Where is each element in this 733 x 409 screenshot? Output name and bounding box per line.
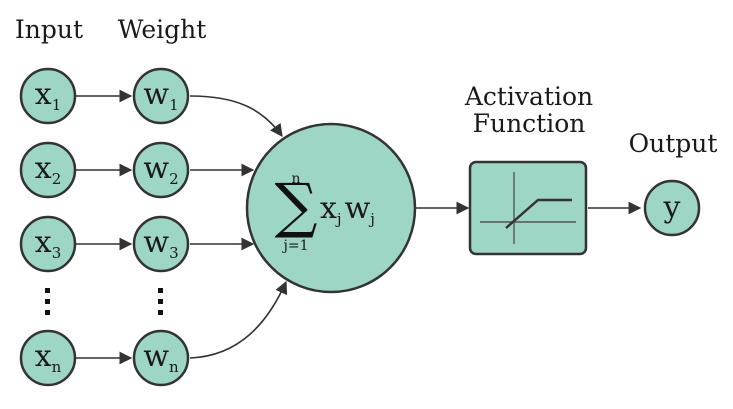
svg-text:w3: w3 — [143, 225, 178, 262]
weight-header: Weight — [118, 15, 207, 44]
sum-upper-limit: n — [291, 171, 300, 187]
sigma-symbol: ∑ — [275, 171, 318, 241]
svg-text:y: y — [663, 190, 681, 225]
input-node-3: x3 — [19, 215, 77, 273]
svg-text:w1: w1 — [143, 77, 178, 114]
activation-header-line1: Activation — [464, 82, 593, 111]
weight-node-3: w3 — [132, 215, 190, 273]
output-header: Output — [629, 129, 718, 158]
svg-text:w2: w2 — [143, 151, 178, 188]
input-node-n: xn — [19, 329, 77, 387]
input-node-2: x2 — [19, 141, 77, 199]
activation-function-box — [468, 160, 588, 256]
svg-text:xn: xn — [35, 339, 62, 376]
weight-node-1: w1 — [132, 67, 190, 125]
sum-lower-limit: j=1 — [282, 238, 309, 254]
svg-text:x3: x3 — [35, 225, 61, 262]
activation-header-line2: Function — [473, 109, 586, 138]
input-ellipsis — [45, 288, 50, 315]
output-node: y — [643, 179, 701, 237]
weight-ellipsis — [158, 288, 163, 315]
svg-text:wn: wn — [143, 339, 179, 376]
weight-node-2: w2 — [132, 141, 190, 199]
input-header: Input — [15, 15, 83, 44]
edge-weight1-sum — [189, 95, 283, 138]
svg-text:x2: x2 — [35, 151, 61, 188]
activation-curve — [505, 198, 572, 229]
input-node-1: x1 — [19, 67, 77, 125]
edge-weightn-sum — [189, 280, 288, 359]
svg-text:x1: x1 — [35, 77, 61, 114]
weight-node-n: wn — [132, 329, 190, 387]
